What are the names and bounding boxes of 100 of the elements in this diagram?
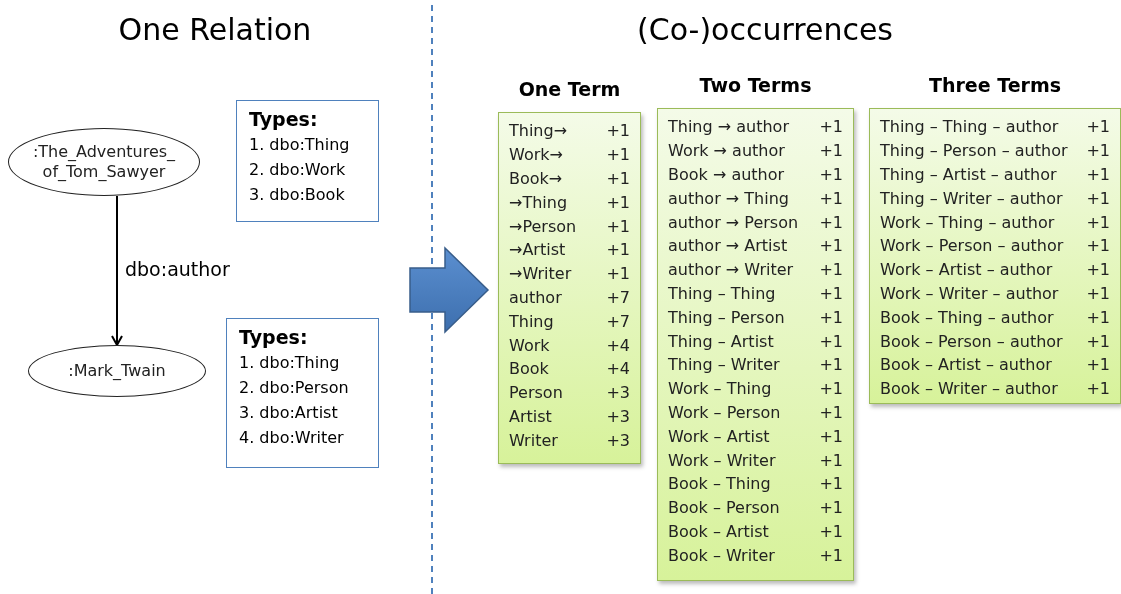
- term-label: Writer: [509, 430, 558, 450]
- count-value: +1: [1086, 141, 1110, 161]
- count-value: +1: [819, 331, 843, 351]
- term-label: Book – Artist – author: [880, 355, 1052, 375]
- term-label: Book→: [509, 169, 563, 188]
- section-heading: One Relation: [118, 12, 312, 47]
- term-label: Thing: [509, 311, 554, 331]
- term-label: Book – Artist: [668, 521, 769, 541]
- count-value: +1: [819, 283, 843, 303]
- term-label: Work→: [509, 145, 563, 165]
- type-item: 3. dbo:Artist: [239, 402, 339, 424]
- count-value: +1: [819, 212, 843, 232]
- count-value: +1: [819, 117, 843, 137]
- types-heading: Types:: [239, 325, 309, 350]
- count-value: +1: [819, 165, 843, 184]
- count-value: +1: [819, 307, 843, 327]
- term-label: Book – Thing – author: [880, 307, 1054, 327]
- types-heading: Types:: [249, 107, 319, 132]
- term-label: Work – Thing: [668, 379, 772, 399]
- column-heading: Three Terms: [927, 74, 1062, 98]
- count-value: +1: [819, 236, 843, 256]
- term-label: author → Writer: [668, 260, 794, 280]
- term-label: Thing – Writer: [668, 355, 780, 375]
- term-label: Book – Writer – author: [880, 379, 1058, 399]
- term-label: Thing → author: [668, 117, 789, 137]
- count-value: +1: [819, 474, 843, 494]
- count-value: +7: [606, 287, 630, 307]
- term-label: Thing – Artist: [668, 331, 774, 351]
- count-value: +7: [606, 311, 630, 331]
- count-value: +1: [819, 379, 843, 399]
- count-value: +1: [1086, 188, 1110, 208]
- term-label: Thing – Artist – author: [880, 165, 1057, 184]
- type-item: 1. dbo:Thing: [239, 352, 341, 374]
- count-value: +1: [1086, 355, 1110, 375]
- count-value: +1: [1086, 331, 1110, 351]
- entity-label: :Mark_Twain: [68, 361, 166, 381]
- term-label: Thing – Thing: [668, 283, 776, 303]
- count-value: +1: [819, 355, 843, 375]
- term-label: Work – Writer – author: [880, 283, 1059, 303]
- type-item: 2. dbo:Work: [249, 159, 347, 181]
- term-label: Work – Writer: [668, 450, 776, 470]
- term-label: author → Thing: [668, 188, 789, 208]
- count-value: +3: [606, 383, 630, 403]
- count-value: +1: [819, 450, 843, 470]
- term-label: Work → author: [668, 141, 785, 161]
- term-label: author: [509, 287, 562, 307]
- term-label: Book → author: [668, 165, 785, 184]
- count-value: +1: [606, 121, 630, 141]
- term-label: →Writer: [509, 264, 572, 284]
- count-value: +1: [819, 402, 843, 422]
- count-value: +1: [819, 521, 843, 541]
- term-label: Thing – Writer – author: [880, 188, 1063, 208]
- term-label: Work: [509, 335, 550, 355]
- term-label: Book – Person – author: [880, 331, 1063, 351]
- term-label: Thing→: [509, 121, 568, 141]
- term-label: author → Person: [668, 212, 799, 232]
- count-value: +1: [606, 145, 630, 165]
- count-value: +3: [606, 430, 630, 450]
- term-label: Book: [509, 359, 549, 379]
- column-heading: One Term: [517, 78, 622, 102]
- term-label: →Person: [509, 216, 577, 236]
- type-item: 3. dbo:Book: [249, 184, 346, 206]
- count-value: +1: [1086, 212, 1110, 232]
- term-label: Work – Person – author: [880, 236, 1064, 256]
- count-value: +1: [1086, 283, 1110, 303]
- term-label: Work – Person: [668, 402, 781, 422]
- type-item: 4. dbo:Writer: [239, 427, 345, 449]
- term-label: Work – Artist: [668, 426, 770, 446]
- count-value: +1: [819, 260, 843, 280]
- type-item: 2. dbo:Person: [239, 377, 350, 399]
- term-label: Artist: [509, 406, 552, 426]
- count-value: +1: [1086, 117, 1110, 137]
- term-label: →Thing: [509, 192, 568, 212]
- count-value: +1: [819, 141, 843, 161]
- count-value: +1: [819, 426, 843, 446]
- column-heading: Two Terms: [698, 74, 813, 98]
- count-value: +1: [1086, 260, 1110, 280]
- count-value: +1: [819, 498, 843, 518]
- count-value: +1: [606, 240, 630, 260]
- types-box: [236, 100, 379, 222]
- count-value: +1: [819, 545, 843, 565]
- term-label: Thing – Thing – author: [880, 117, 1059, 137]
- count-value: +1: [819, 188, 843, 208]
- term-label: Person: [509, 383, 563, 403]
- count-value: +4: [606, 335, 630, 355]
- term-label: Work – Thing – author: [880, 212, 1055, 232]
- count-value: +1: [1086, 307, 1110, 327]
- term-label: Book – Person: [668, 498, 780, 518]
- count-value: +1: [1086, 165, 1110, 184]
- term-label: Thing – Person – author: [880, 141, 1068, 161]
- types-box: [226, 318, 379, 468]
- count-value: +1: [1086, 379, 1110, 399]
- count-value: +3: [606, 406, 630, 426]
- term-label: Book – Writer: [668, 545, 775, 565]
- count-value: +1: [606, 216, 630, 236]
- term-label: Work – Artist – author: [880, 260, 1053, 280]
- type-item: 1. dbo:Thing: [249, 134, 351, 156]
- arrow: [111, 195, 123, 346]
- count-value: +1: [1086, 236, 1110, 256]
- term-label: Book – Thing: [668, 474, 771, 494]
